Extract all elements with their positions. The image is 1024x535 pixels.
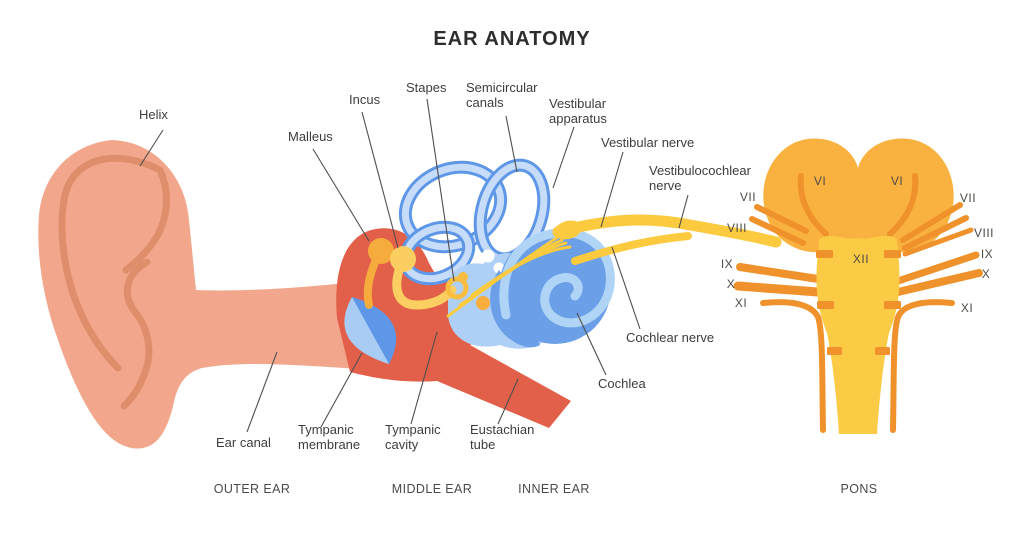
numeral-xii: XII bbox=[852, 252, 870, 266]
incus-shape bbox=[390, 246, 416, 272]
numeral-vi-right: VI bbox=[890, 174, 904, 188]
ear-fold-lines bbox=[58, 154, 170, 410]
numeral-ix-right: IX bbox=[980, 247, 994, 261]
label-eustachian-tube: Eustachian tube bbox=[470, 422, 535, 453]
leader-lines bbox=[139, 98, 689, 433]
numeral-ix-left: IX bbox=[720, 257, 734, 271]
cranial-nerve-lines bbox=[733, 173, 983, 433]
label-vestibular-nerve: Vestibular nerve bbox=[601, 135, 695, 150]
label-cochlea: Cochlea bbox=[598, 376, 646, 391]
label-helix: Helix bbox=[139, 107, 168, 122]
nerve-root-tabs bbox=[816, 250, 901, 355]
label-cochlear-nerve: Cochlear nerve bbox=[626, 330, 715, 345]
numeral-vii-left: VII bbox=[739, 190, 757, 204]
numeral-viii-left: VIII bbox=[726, 221, 748, 235]
numeral-vii-right: VII bbox=[959, 191, 977, 205]
numeral-viii-right: VIII bbox=[973, 226, 995, 240]
label-ear-canal: Ear canal bbox=[216, 435, 271, 450]
section-outer-ear: OUTER EAR bbox=[213, 482, 291, 496]
numeral-xi-left: XI bbox=[734, 296, 748, 310]
numeral-vi-left: VI bbox=[813, 174, 827, 188]
section-middle-ear: MIDDLE EAR bbox=[391, 482, 473, 496]
numeral-x-right: X bbox=[981, 267, 991, 281]
ossicles-shape bbox=[363, 238, 469, 310]
numeral-x-left: X bbox=[726, 277, 736, 291]
label-malleus: Malleus bbox=[288, 129, 333, 144]
section-pons: PONS bbox=[840, 482, 878, 496]
label-vestibular-apparatus: Vestibular apparatus bbox=[549, 96, 607, 127]
label-incus: Incus bbox=[349, 92, 381, 107]
stapes-shape bbox=[445, 276, 469, 300]
label-semicircular-canals: Semicircular canals bbox=[466, 80, 538, 111]
section-inner-ear: INNER EAR bbox=[518, 482, 590, 496]
pons-shape bbox=[763, 138, 954, 253]
label-vestibulocochlear-nerve: Vestibulocochlear nerve bbox=[649, 163, 751, 194]
label-tympanic-cavity: Tympanic cavity bbox=[385, 422, 441, 453]
vestibulocochlear-nerve-shape bbox=[446, 214, 782, 318]
medulla-shape bbox=[816, 235, 900, 434]
numeral-xi-right: XI bbox=[960, 301, 974, 315]
label-tympanic-membrane: Tympanic membrane bbox=[298, 422, 361, 453]
tympanic-membrane-shape bbox=[344, 297, 397, 364]
page-title: EAR ANATOMY bbox=[433, 28, 591, 50]
label-stapes: Stapes bbox=[406, 80, 447, 95]
oval-window-dot bbox=[476, 296, 490, 310]
outer-ear-shape bbox=[38, 140, 361, 449]
brainstem-shape bbox=[733, 138, 983, 434]
